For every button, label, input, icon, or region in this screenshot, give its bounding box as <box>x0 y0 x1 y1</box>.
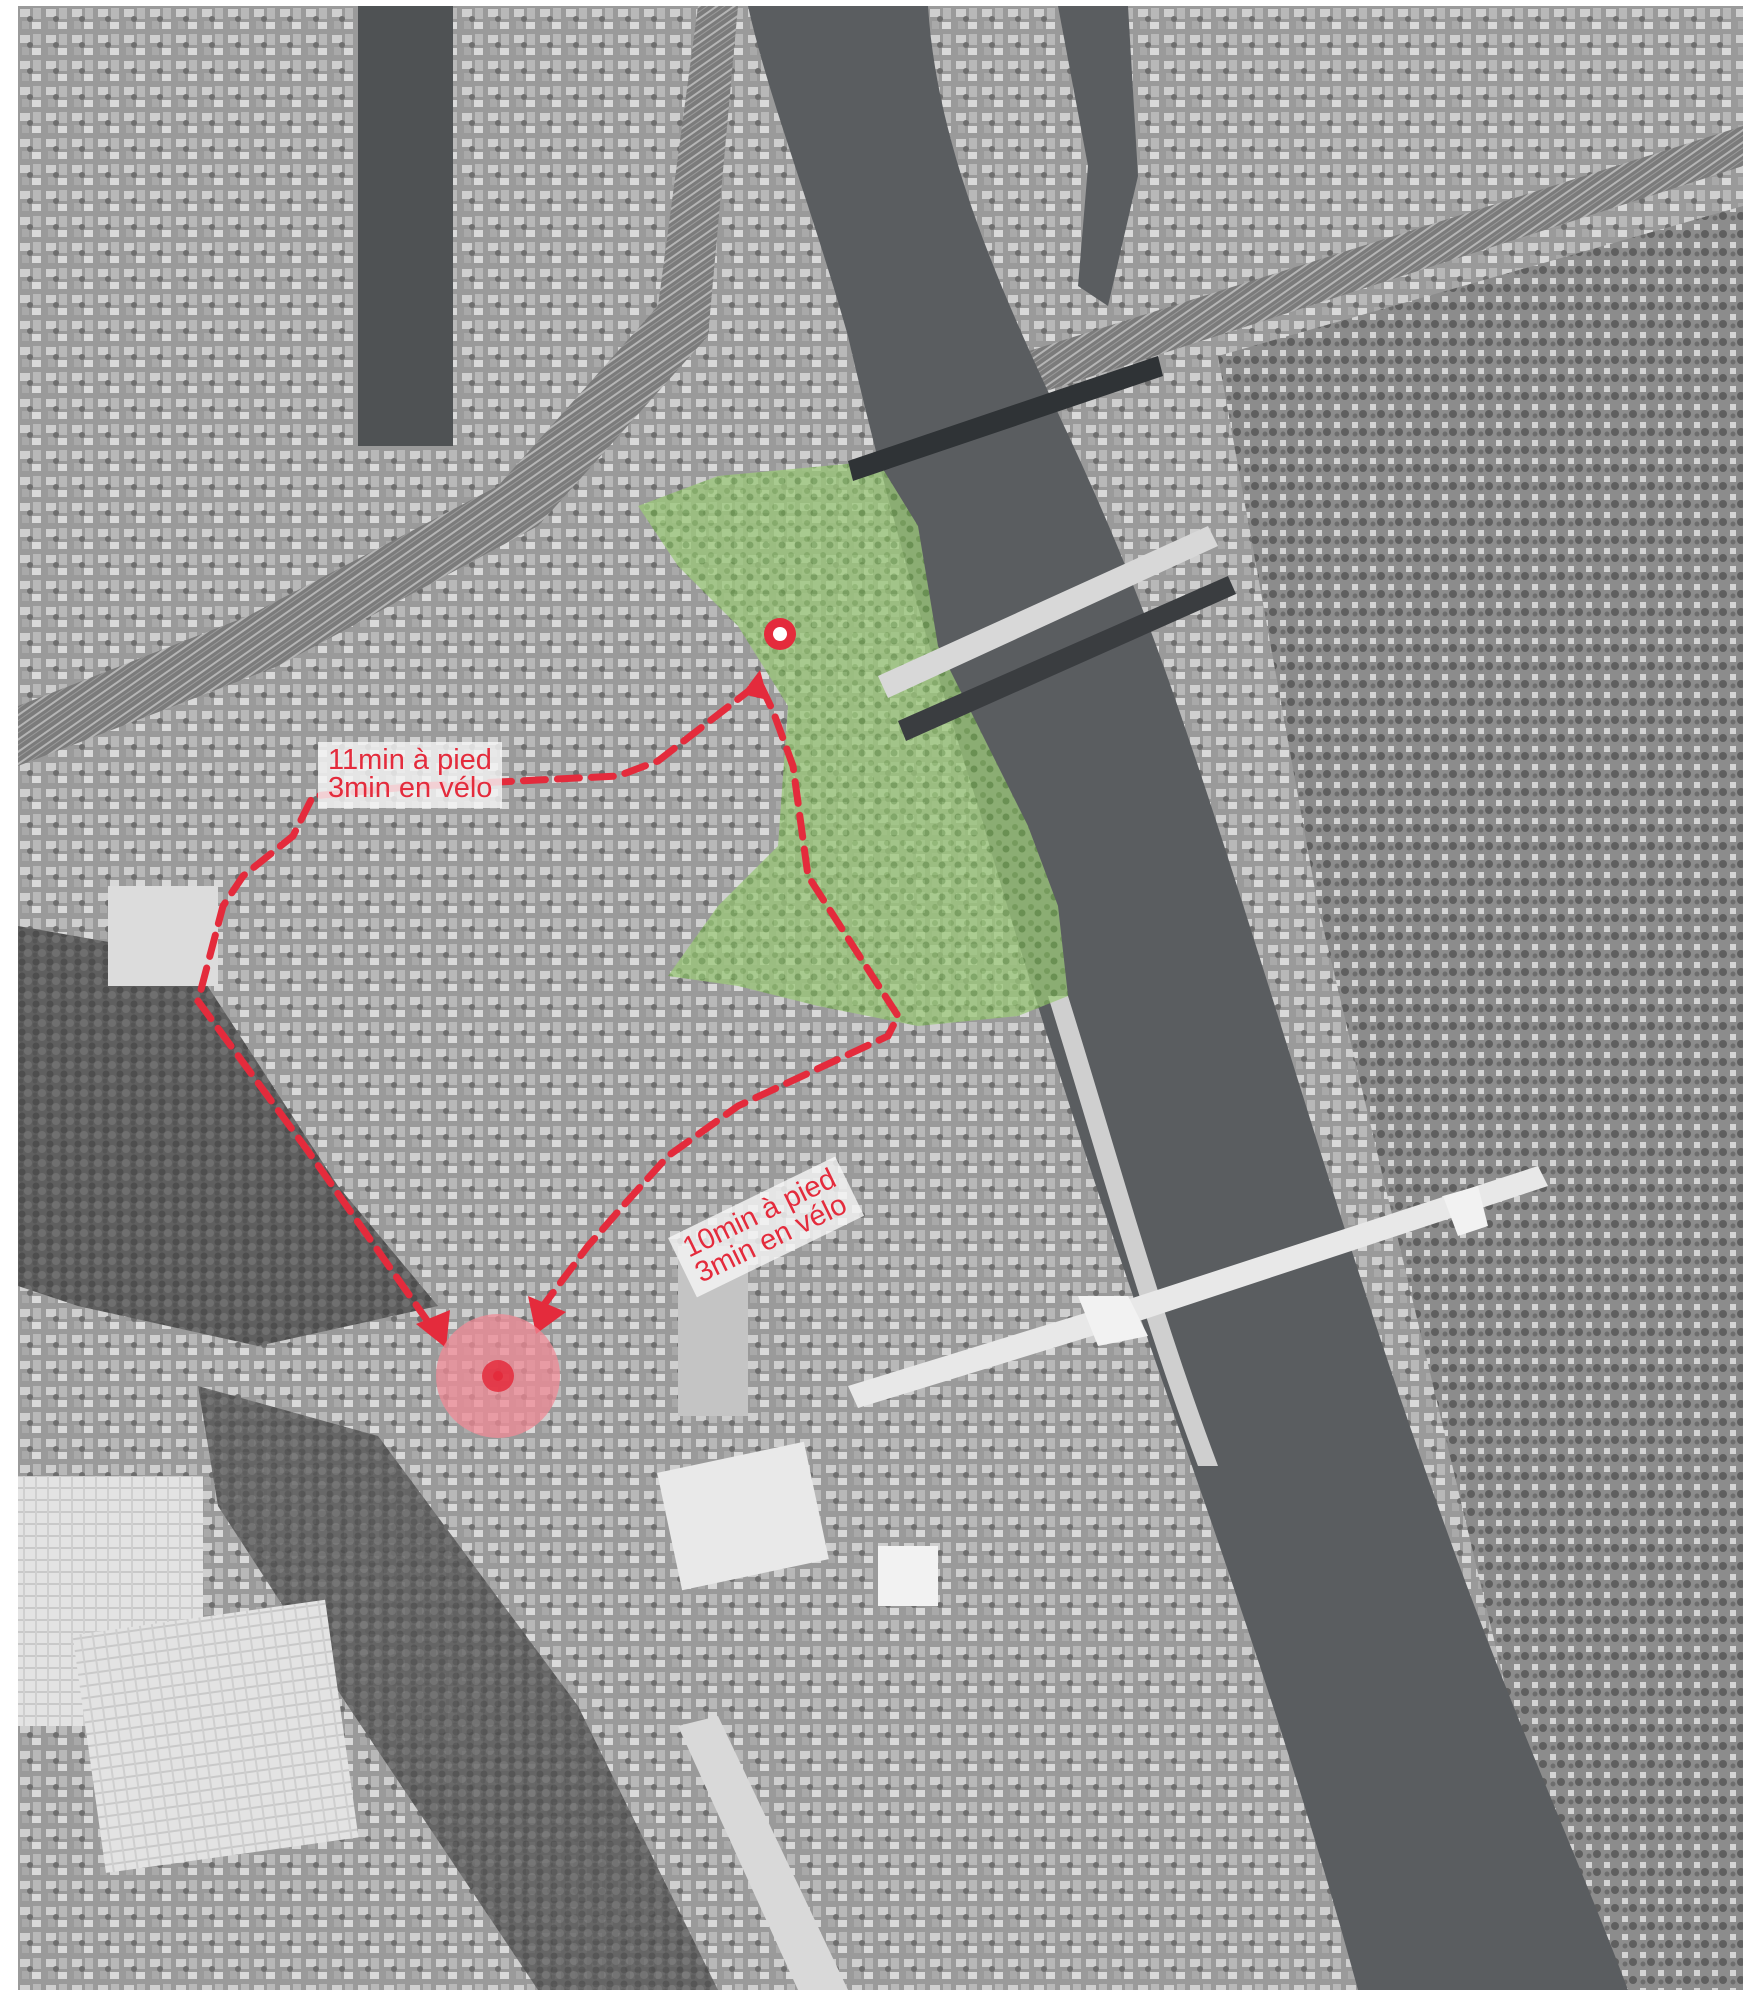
origin-marker-icon[interactable] <box>764 618 796 650</box>
residential-area <box>1218 206 1743 1990</box>
rail-yard <box>18 6 738 766</box>
walk-time: 11min à pied <box>328 744 492 776</box>
harbour-basin <box>358 6 453 446</box>
arrow-head-icon <box>742 670 768 700</box>
route-north-loop <box>194 682 759 1340</box>
park-highlight <box>638 461 1068 1026</box>
riverbank <box>1048 996 1218 1466</box>
parking-lot <box>657 1441 829 1591</box>
river <box>748 6 1628 1990</box>
bike-time: 3min en vélo <box>328 772 493 804</box>
marina <box>1058 6 1138 306</box>
arrow-head-icon <box>416 1310 450 1348</box>
building <box>878 1546 938 1606</box>
forest-area <box>198 1386 718 1990</box>
arrow-head-icon <box>528 1296 566 1334</box>
route-east-loop <box>539 682 903 1310</box>
destination-marker-icon[interactable] <box>436 1314 560 1438</box>
aerial-map[interactable]: 11min à pied 3min en vélo 10min à pied 3… <box>18 6 1743 1990</box>
rail-line <box>918 126 1743 426</box>
building <box>108 886 218 986</box>
route-label-north: 11min à pied 3min en vélo <box>318 742 503 808</box>
forest-area <box>18 926 438 1346</box>
canal <box>678 1716 848 1990</box>
walking-route <box>194 682 903 1340</box>
bridges <box>848 356 1548 1408</box>
warehouse <box>72 1599 359 1873</box>
